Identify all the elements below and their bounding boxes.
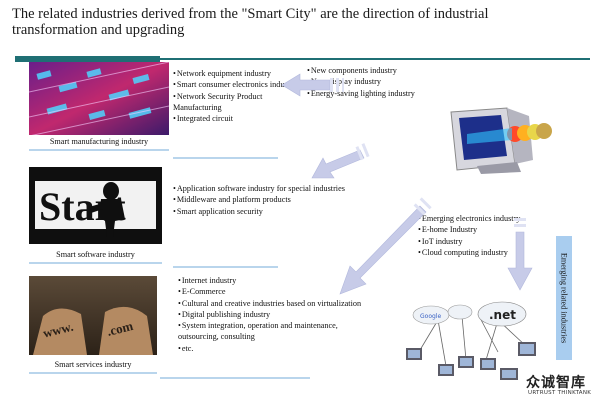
emerging-vertical-text: Emerging related industries: [559, 252, 569, 344]
list-item: Network Security Product Manufacturing: [173, 91, 305, 114]
list-item: IoT industry: [418, 236, 553, 247]
software-label: Smart software industry: [29, 248, 162, 264]
separator: [173, 266, 278, 268]
manufacturing-list: Network equipment industry Smart consume…: [173, 68, 305, 124]
list-item: E-home Industry: [418, 224, 553, 235]
list-item: Digital publishing industry: [178, 309, 373, 320]
separator: [173, 157, 278, 159]
monitor-image: [437, 104, 554, 174]
title-divider: [160, 58, 590, 60]
list-item: Application software industry for specia…: [173, 183, 383, 194]
list-item: Integrated circuit: [173, 113, 305, 124]
list-item: Smart consumer electronics industry: [173, 79, 305, 90]
software-image: Start: [29, 167, 162, 244]
logo-chinese: 众诚智库: [526, 375, 586, 391]
manufacturing-image: [29, 62, 169, 136]
network-diagram: Google .net: [398, 290, 555, 388]
arrow-down-left-1: [311, 149, 365, 179]
list-item: Cloud computing industry: [418, 247, 553, 258]
hand-text-right: .com: [105, 318, 134, 339]
emerging-vertical-label: Emerging related industries: [556, 236, 572, 360]
hand-text-left: www.: [41, 319, 74, 341]
list-item: E-Commerce: [178, 286, 373, 297]
list-item: New components industry: [307, 65, 457, 76]
page-title: The related industries derived from the …: [12, 6, 489, 38]
list-item: Internet industry: [178, 275, 373, 286]
services-list: Internet industry E-Commerce Cultural an…: [178, 275, 373, 354]
list-item: System integration, operation and mainte…: [178, 320, 373, 343]
services-image: www. .com: [29, 276, 157, 355]
list-item: Smart application security: [173, 206, 383, 217]
emerging-list: Emerging electronics industry E-home Ind…: [418, 213, 553, 258]
separator: [160, 377, 310, 379]
manufacturing-label: Smart manufacturing industry: [29, 135, 169, 151]
list-item: Network equipment industry: [173, 68, 305, 79]
components-list: New components industry New display indu…: [307, 65, 457, 99]
software-list: Application software industry for specia…: [173, 183, 383, 217]
list-item: etc.: [178, 343, 373, 354]
network-label-net: .net: [489, 308, 516, 322]
list-item: Middleware and platform products: [173, 194, 383, 205]
list-item: New display industry: [307, 76, 457, 87]
list-item: Cultural and creative industries based o…: [178, 298, 373, 309]
list-item: Energy-saving lighting industry: [307, 88, 457, 99]
network-label-google: Google: [420, 313, 441, 320]
logo-english: URTRUST THINKTANK: [528, 390, 592, 396]
list-item: Emerging electronics industry: [418, 213, 553, 224]
services-label: Smart services industry: [29, 358, 157, 374]
title-accent-bar: [15, 56, 160, 62]
